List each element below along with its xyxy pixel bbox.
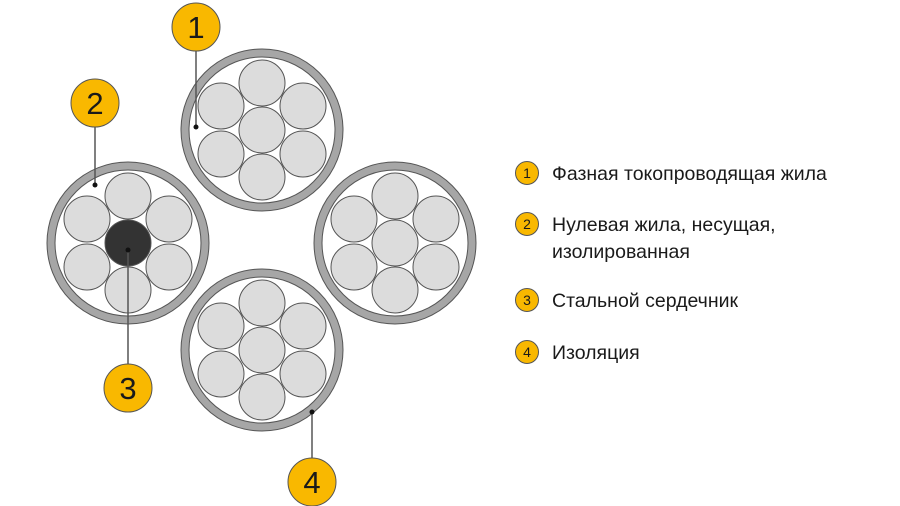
legend-number: 1	[523, 165, 531, 181]
conductor-strand	[238, 106, 286, 154]
phase-cable-bottom	[180, 268, 344, 432]
callout-marker-4: 4	[287, 409, 337, 506]
callout-badge	[287, 457, 337, 506]
callout-dot	[125, 247, 131, 253]
conductor-strand	[63, 195, 111, 243]
conductor-strand	[238, 373, 286, 421]
legend-number: 4	[523, 344, 531, 360]
conductor-strand	[145, 243, 193, 291]
legend-label: Нулевая жила, несущая,	[552, 214, 776, 236]
callout-number: 4	[303, 465, 320, 500]
insulation-outline-outer	[180, 48, 344, 212]
conductor-strand	[279, 302, 327, 350]
conductor-strand	[238, 326, 286, 374]
conductor-strand	[197, 82, 245, 130]
conductor-strand	[330, 243, 378, 291]
conductor-strand	[412, 243, 460, 291]
conductor-strand	[279, 130, 327, 178]
phase-cable-right	[313, 161, 477, 325]
legend-item-1: 1 Фазная токопроводящая жила	[515, 161, 827, 185]
insulation-outline-inner	[321, 169, 469, 317]
callout-badge	[103, 363, 153, 413]
legend-badge	[515, 212, 539, 236]
conductor-strand	[371, 172, 419, 220]
callout-marker-3: 3	[103, 247, 153, 413]
conductor-strand	[238, 153, 286, 201]
legend-label: Стальной сердечник	[552, 290, 738, 312]
legend-badge	[515, 340, 539, 364]
callout-dot	[92, 182, 98, 188]
legend-item-2: 2 Нулевая жила, несущая, изолированная	[515, 212, 776, 263]
conductor-strand	[104, 172, 152, 220]
callout-dot	[193, 124, 199, 130]
phase-cable-top	[180, 48, 344, 212]
callout-dot	[309, 409, 315, 415]
callout-badge	[171, 2, 221, 52]
legend-label: изолированная	[552, 241, 690, 263]
conductor-strand	[371, 219, 419, 267]
callout-number: 1	[187, 10, 204, 45]
callout-marker-2: 2	[70, 78, 120, 188]
conductor-strand	[238, 59, 286, 107]
insulation-outline-outer	[313, 161, 477, 325]
insulation-ring	[314, 162, 476, 324]
callout-number: 2	[86, 86, 103, 121]
insulation-ring	[181, 269, 343, 431]
callout-badge	[70, 78, 120, 128]
conductor-strand	[279, 350, 327, 398]
legend-badge	[515, 161, 539, 185]
conductor-strand	[63, 243, 111, 291]
insulation-outline-inner	[188, 276, 336, 424]
conductor-strand	[197, 130, 245, 178]
legend-badge	[515, 288, 539, 312]
callout-marker-1: 1	[171, 2, 221, 130]
conductor-strand	[412, 195, 460, 243]
conductor-strand	[279, 82, 327, 130]
legend-number: 2	[523, 216, 531, 232]
insulation-outline-outer	[180, 268, 344, 432]
conductor-strand	[238, 279, 286, 327]
legend-label: Изоляция	[552, 342, 640, 364]
callout-number: 3	[119, 371, 136, 406]
conductor-strand	[145, 195, 193, 243]
conductor-strand	[197, 302, 245, 350]
legend-number: 3	[523, 292, 531, 308]
legend-label: Фазная токопроводящая жила	[552, 163, 827, 185]
conductor-strand	[330, 195, 378, 243]
insulation-outline-inner	[188, 56, 336, 204]
legend-item-4: 4 Изоляция	[515, 340, 640, 364]
conductor-strand	[197, 350, 245, 398]
legend-item-3: 3 Стальной сердечник	[515, 288, 738, 312]
insulation-ring	[181, 49, 343, 211]
conductor-strand	[371, 266, 419, 314]
